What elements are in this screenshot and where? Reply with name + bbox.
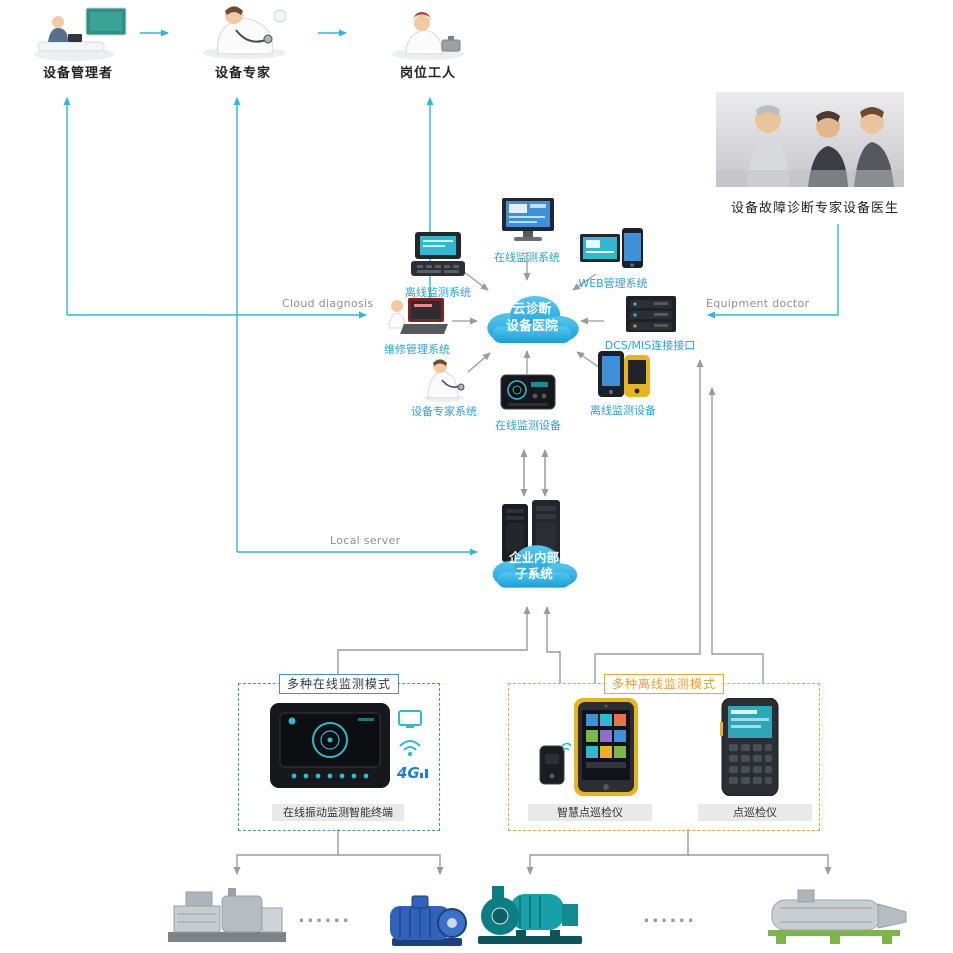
smart-inspector-label: 智慧点巡检仪 bbox=[528, 804, 652, 821]
hub-label-offline-device: 离线监测设备 bbox=[590, 404, 656, 417]
cloud-server-double-arrows bbox=[520, 449, 549, 497]
4g-text: 4G bbox=[397, 764, 420, 782]
manager-illustration bbox=[28, 6, 128, 62]
hub-label-expert-system: 设备专家系统 bbox=[411, 405, 477, 418]
server-rack-icon bbox=[620, 296, 682, 334]
experts-photo bbox=[716, 92, 904, 187]
worker-illustration bbox=[382, 8, 474, 60]
local-server-label: Local server bbox=[330, 534, 401, 547]
screen-icon bbox=[398, 710, 422, 730]
ellipsis-right: ...... bbox=[643, 906, 697, 927]
enterprise-cloud: 企业内部 子系统 bbox=[486, 538, 582, 594]
vibration-terminal-device bbox=[270, 700, 390, 790]
water-pump bbox=[476, 878, 584, 946]
repair-laptop-icon bbox=[386, 294, 448, 338]
hub-label-online-system: 在线监测系统 bbox=[494, 251, 560, 264]
ellipsis-left: ...... bbox=[298, 906, 352, 927]
offline-box-title: 多种离线监测模式 bbox=[604, 674, 724, 694]
doctor-expert-illustration bbox=[192, 2, 297, 60]
cloud-spoke-arrows bbox=[452, 252, 604, 374]
wifi-icon bbox=[398, 738, 422, 758]
4g-icon: 4G bbox=[397, 764, 430, 782]
hub-label-web-system: WEB管理系统 bbox=[578, 277, 648, 290]
monitor-icon bbox=[499, 198, 557, 246]
cloud-diagnosis-label: Cloud diagnosis bbox=[282, 297, 374, 310]
keypad-handheld-icon bbox=[720, 698, 780, 796]
online-device-label: 在线振动监测智能终端 bbox=[272, 804, 404, 821]
actor-label-expert: 设备专家 bbox=[214, 66, 271, 81]
online-box-title: 多种在线监测模式 bbox=[279, 674, 399, 694]
rugged-handheld-icon bbox=[594, 350, 652, 398]
hub-label-dcs-mis: DCS/MIS连接接口 bbox=[604, 339, 696, 352]
hub-label-repair-system: 维修管理系统 bbox=[384, 343, 450, 356]
hub-label-online-device: 在线监测设备 bbox=[495, 419, 561, 432]
actor-label-worker: 岗位工人 bbox=[399, 66, 456, 81]
actor-label-manager: 设备管理者 bbox=[42, 66, 113, 81]
box-riser-arrows bbox=[337, 359, 764, 683]
steam-turbine bbox=[168, 884, 286, 944]
arrow-equipment-doctor bbox=[707, 224, 839, 319]
rugged-smartphone-icon bbox=[574, 698, 638, 796]
electric-motor bbox=[386, 890, 468, 948]
enterprise-cloud-line2: 子系统 bbox=[515, 566, 553, 582]
laptop-phone-icon bbox=[580, 228, 644, 270]
instrument-box-icon bbox=[500, 374, 556, 412]
doctor-figure-icon bbox=[420, 356, 468, 402]
hub-label-offline-system: 离线监测系统 bbox=[405, 286, 471, 299]
decanter-centrifuge bbox=[760, 888, 908, 944]
wireless-sensor-icon bbox=[538, 738, 572, 786]
box-machine-arrows bbox=[233, 829, 832, 875]
cloud-diagnosis-hub: 云诊断 设备医院 bbox=[480, 288, 584, 350]
inspector-label: 点巡检仪 bbox=[698, 804, 812, 821]
offline-analyzer-icon bbox=[410, 230, 466, 280]
cloud-hub-line1: 云诊断 bbox=[512, 302, 552, 317]
equipment-doctor-label: Equipment doctor bbox=[706, 297, 810, 310]
enterprise-cloud-line1: 企业内部 bbox=[508, 550, 559, 565]
cloud-hub-line2: 设备医院 bbox=[505, 318, 558, 334]
experts-photo-label: 设备故障诊断专家设备医生 bbox=[730, 201, 899, 216]
